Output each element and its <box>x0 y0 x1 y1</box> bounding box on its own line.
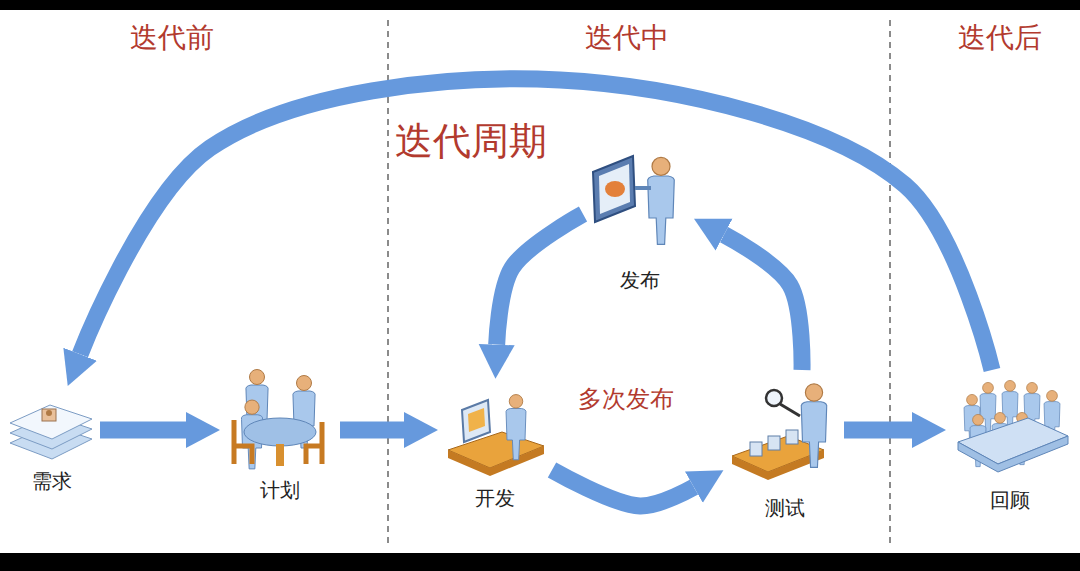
step-icon <box>948 372 1072 482</box>
flow-arrow <box>80 79 992 370</box>
document-sheet <box>10 405 92 439</box>
phase-divider <box>889 20 891 545</box>
flow-arrow <box>844 422 912 439</box>
phase-divider <box>387 20 389 545</box>
round-table <box>244 418 316 446</box>
step-icon <box>222 360 338 472</box>
step-name: 回顾 <box>990 488 1030 512</box>
process-step: 测试 <box>728 372 842 520</box>
phase-heading: 迭代前 <box>130 22 214 54</box>
flow-arrow <box>497 214 583 345</box>
magnifier <box>766 390 782 406</box>
phase-heading: 迭代后 <box>958 22 1042 54</box>
person-figure <box>801 384 827 467</box>
step-name: 测试 <box>765 496 805 520</box>
step-icon <box>585 150 695 262</box>
process-step: 回顾 <box>948 372 1072 512</box>
process-step: 开发 <box>440 380 550 510</box>
chair <box>306 422 322 464</box>
flow-arrow <box>340 422 404 439</box>
cycle-label: 迭代周期 <box>395 120 547 164</box>
person-figure <box>506 395 526 460</box>
chair <box>234 420 252 464</box>
portrait <box>42 409 56 421</box>
step-name: 发布 <box>620 268 660 292</box>
person-figure <box>648 157 675 244</box>
test-item <box>750 442 762 456</box>
process-step: 发布 <box>585 150 695 292</box>
step-name: 需求 <box>32 469 72 493</box>
phase-heading: 迭代中 <box>585 22 669 54</box>
top-bar <box>0 0 1080 10</box>
monitor <box>462 400 490 442</box>
presentation-board <box>593 156 635 222</box>
step-icon <box>6 385 98 463</box>
cycle-label: 多次发布 <box>578 386 674 414</box>
process-step: 需求 <box>6 385 98 493</box>
bottom-bar <box>0 553 1080 571</box>
test-item <box>786 430 798 444</box>
step-icon <box>440 380 550 480</box>
flow-arrow <box>724 235 802 370</box>
step-name: 计划 <box>260 478 300 502</box>
flow-arrow <box>552 470 694 506</box>
process-step: 计划 <box>222 360 338 502</box>
test-item <box>768 436 780 450</box>
step-name: 开发 <box>475 486 515 510</box>
flow-arrow <box>100 422 186 439</box>
step-icon <box>728 372 842 490</box>
